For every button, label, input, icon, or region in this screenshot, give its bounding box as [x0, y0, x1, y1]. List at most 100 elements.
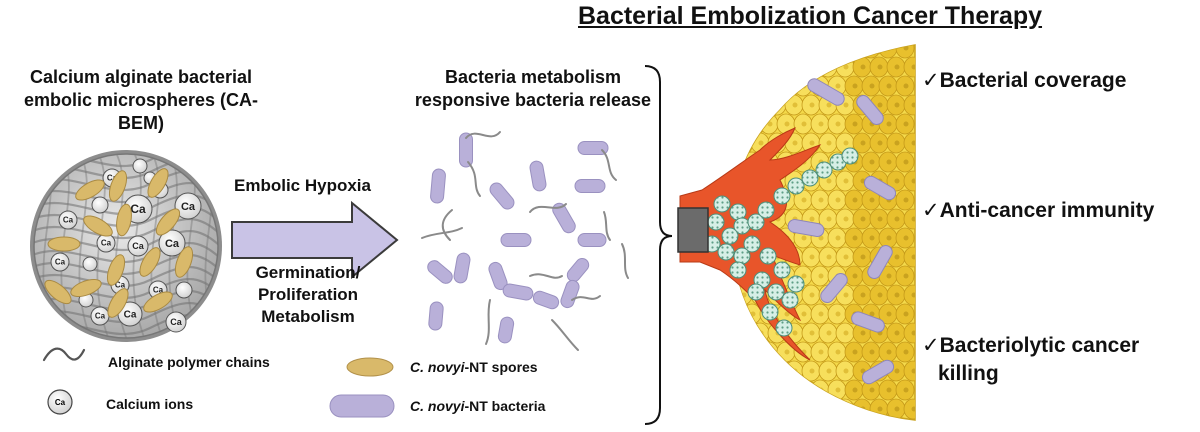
tumor-cell: [903, 56, 915, 78]
bacterium: [867, 245, 893, 279]
legend-bacteria-icon: [329, 394, 395, 418]
calcium-ion: [132, 158, 148, 174]
tumor-cell: [818, 398, 838, 420]
spores-species: C. novyi: [410, 359, 465, 375]
bacterium: [807, 78, 845, 106]
tumor-cell: [895, 189, 915, 211]
tumor-cell: [776, 75, 796, 97]
tumor-cell: [852, 398, 872, 420]
figure-title: Bacterial Embolization Cancer Therapy: [578, 2, 1043, 30]
outcome-immunity-text: Anti-cancer immunity: [939, 199, 1155, 222]
calcium-ion: Ca: [96, 233, 116, 253]
tumor-cell: [801, 398, 821, 420]
polymer-chain: [603, 211, 611, 241]
microsphere: [767, 283, 785, 301]
svg-text:Ca: Ca: [55, 258, 66, 267]
tumor-cell: [733, 113, 745, 135]
check-mark-icon: ✓: [922, 199, 940, 222]
bacterium: [861, 359, 895, 385]
tumor-cell: [835, 360, 855, 382]
spore: [75, 179, 105, 201]
svg-text:Ca: Ca: [153, 286, 164, 295]
tumor-cell: [844, 45, 864, 59]
bacteria-species: C. novyi: [410, 398, 465, 414]
tumor-cell: [759, 75, 779, 97]
middle-heading-line-1: Bacteria metabolism: [444, 67, 622, 87]
tumor-cell: [733, 56, 753, 78]
tumor-cell: [750, 360, 770, 382]
tumor-cell: [844, 265, 864, 287]
microsphere: [761, 303, 779, 321]
microsphere: [787, 177, 805, 195]
tumor-cell: [801, 360, 821, 382]
tumor-cell: [733, 132, 753, 154]
tumor-cell: [827, 189, 847, 211]
left-heading-line-2: embolic microspheres (CA-BEM): [23, 90, 259, 133]
microsphere: [721, 227, 739, 245]
spore: [83, 215, 113, 237]
legend-polymer-chain-icon: [42, 347, 86, 362]
tumor-cell: [895, 379, 915, 401]
spore: [47, 236, 81, 252]
tumor-cell: [733, 322, 753, 344]
tumor-cell: [878, 151, 898, 173]
tumor-cell: [827, 227, 847, 249]
tumor-cell: [733, 341, 745, 363]
check-mark-icon: ✓: [922, 69, 940, 92]
bacterium: [459, 132, 473, 168]
arrow-bottom-line-1: Germination/: [255, 263, 361, 282]
tumor-cell: [886, 398, 906, 420]
calcium-ion: [82, 256, 98, 272]
tumor-cell: [801, 56, 821, 78]
calcium-ion: Ca: [174, 192, 202, 220]
tumor-cell: [903, 246, 915, 268]
bacterium: [577, 233, 607, 247]
svg-text:Ca: Ca: [101, 239, 112, 248]
tumor-cell: [750, 322, 770, 344]
spore: [139, 247, 161, 277]
tumor-cell: [733, 360, 753, 382]
tumor-cell: [835, 170, 855, 192]
tumor-cell: [878, 75, 898, 97]
tumor-cell: [895, 113, 915, 135]
outcome-killing-line-1: ✓Bacteriolytic cancer: [922, 332, 1139, 360]
tumor-cell: [827, 45, 847, 59]
tumor-cell: [844, 379, 864, 401]
polymer-chain: [621, 243, 629, 279]
tumor-cell: [878, 45, 898, 59]
tumor-cell: [878, 341, 898, 363]
bacterium: [453, 252, 471, 284]
polymer-chain: [465, 131, 501, 139]
tumor-cell: [750, 94, 770, 116]
bacterium: [863, 175, 897, 201]
arrow-bottom-line-3: Metabolism: [261, 307, 355, 326]
tumor-cell: [852, 284, 872, 306]
tumor-cell: [903, 284, 915, 306]
tumor-cell: [878, 227, 898, 249]
arrow-bottom-label: Germination/ Proliferation Metabolism: [228, 262, 388, 328]
calcium-ion: Ca: [127, 235, 149, 257]
tumor-cell: [733, 75, 745, 97]
outcome-immunity: ✓Anti-cancer immunity: [922, 198, 1154, 223]
tumor-cell: [878, 303, 898, 325]
tumor-cell: [784, 56, 804, 78]
bacterium: [497, 316, 515, 344]
microsphere: [759, 247, 777, 265]
bacteria-suffix: -NT bacteria: [464, 398, 546, 414]
left-heading: Calcium alginate bacterial embolic micro…: [10, 66, 272, 135]
bacterium: [427, 260, 453, 284]
legend-spores-label: C. novyi-NT spores: [410, 359, 538, 375]
left-heading-line-1: Calcium alginate bacterial: [29, 67, 253, 87]
microsphere: [775, 319, 793, 337]
catheter: [677, 207, 709, 253]
tumor-cell: [886, 284, 906, 306]
tumor-cell: [844, 189, 864, 211]
tumor-cell: [818, 360, 838, 382]
microsphere: [707, 213, 725, 231]
microsphere: [717, 243, 735, 261]
tumor-cell: [895, 75, 915, 97]
outcome-killing-text-1: Bacteriolytic cancer: [939, 334, 1140, 357]
tumor-cell: [844, 113, 864, 135]
tumor-cell: [895, 341, 915, 363]
tumor-cell: [869, 284, 889, 306]
